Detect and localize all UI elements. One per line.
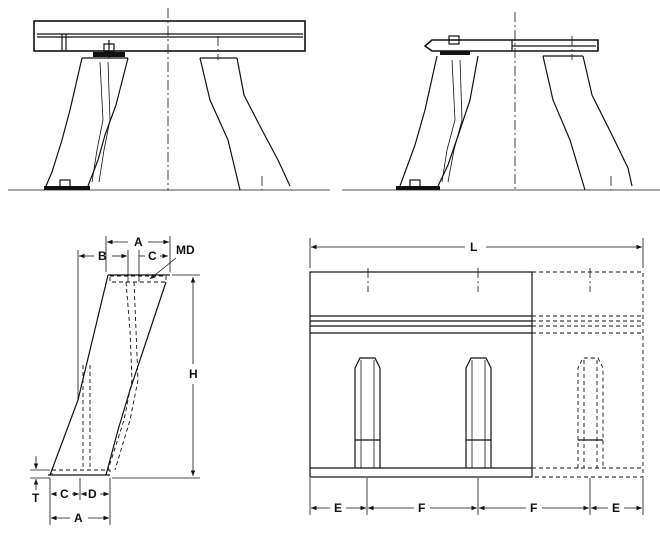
right-stand (199, 57, 241, 191)
label-l: L (470, 240, 477, 254)
side-view-dimensioned: MD A B C H T C (30, 235, 200, 525)
label-f-right: F (530, 501, 537, 515)
label-c-top: C (148, 249, 157, 263)
bottom-pad (51, 469, 111, 476)
slot-2 (465, 357, 492, 468)
label-md: MD (176, 243, 195, 257)
slot-3 (577, 357, 604, 468)
label-e-right: E (612, 501, 620, 515)
label-a-bottom: A (74, 511, 83, 525)
base-plate-bottom (44, 186, 90, 190)
extension-body (531, 271, 644, 478)
left-stand (45, 57, 83, 187)
bolt-nut (448, 35, 460, 45)
base-body (309, 271, 533, 478)
front-view-dimensioned: L (309, 238, 644, 515)
label-t: T (32, 491, 40, 505)
beam (33, 20, 306, 52)
label-e-left: E (334, 501, 342, 515)
label-c-bottom: C (60, 487, 69, 501)
top-pad (109, 275, 167, 283)
label-b: B (98, 249, 107, 263)
top-right-stand-view (342, 12, 660, 191)
right-stand (542, 55, 586, 191)
label-f-left: F (418, 501, 425, 515)
label-a-top: A (134, 235, 143, 249)
stand-outline-left (49, 274, 109, 476)
label-h: H (189, 367, 198, 381)
slot-1 (354, 357, 381, 468)
top-left-stand-view (8, 8, 330, 191)
label-d: D (88, 487, 97, 501)
left-stand (399, 55, 438, 187)
